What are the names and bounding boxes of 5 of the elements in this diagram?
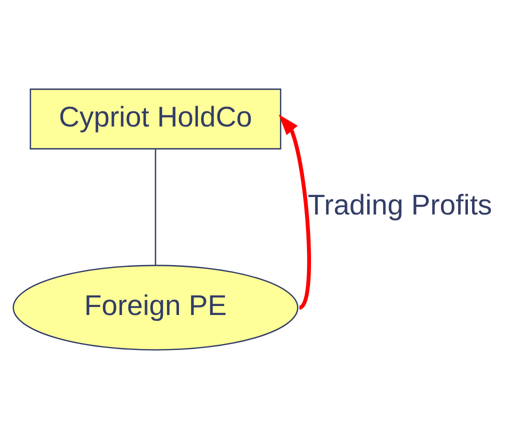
arrow bbox=[278, 114, 311, 309]
node-box: Cypriot HoldCo bbox=[30, 88, 282, 149]
edge-label: Trading Profits bbox=[308, 188, 492, 221]
connector bbox=[154, 148, 156, 265]
node-ellipse: Foreign PE bbox=[12, 264, 298, 350]
